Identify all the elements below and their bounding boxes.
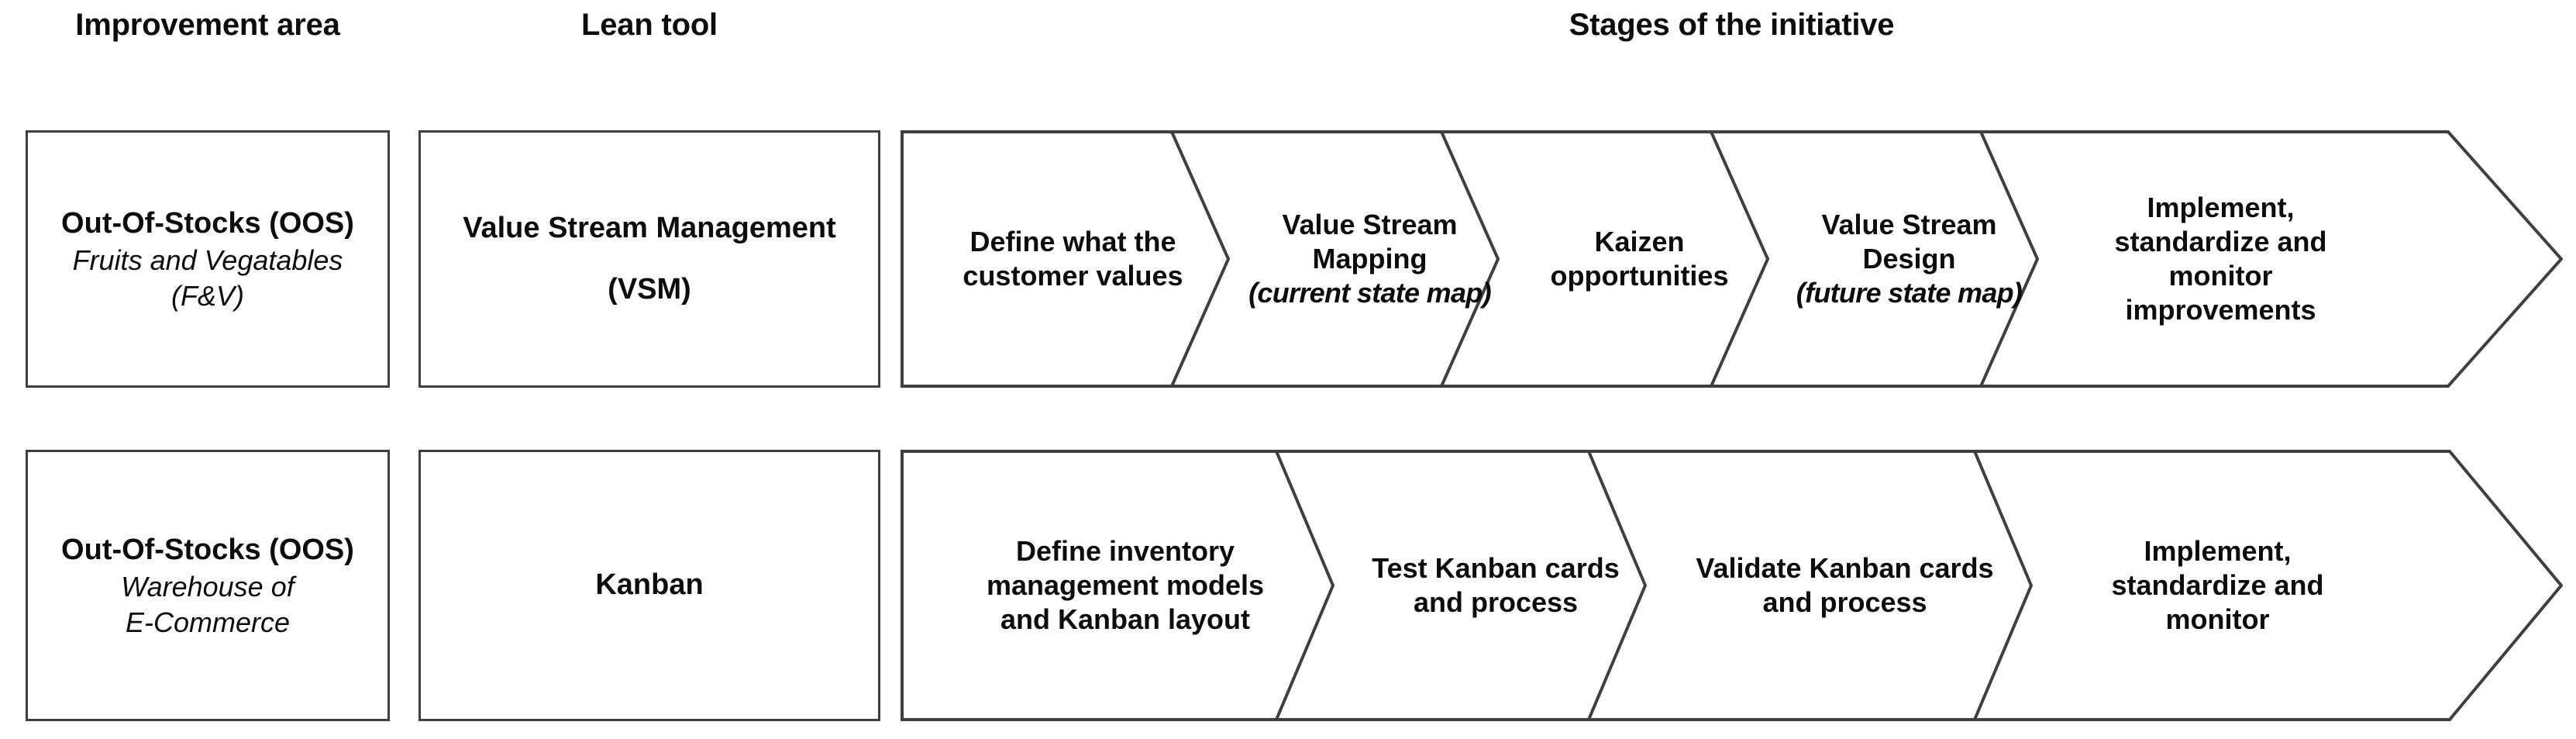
chevron-shape-icon — [1979, 130, 2563, 388]
column-header-improvement-area: Improvement area — [75, 8, 340, 42]
stage-line3: monitor — [2168, 260, 2273, 292]
stage-line1: Define inventory — [1015, 535, 1235, 568]
stage-label-r1-1: Define what the customer values — [952, 225, 1193, 293]
lean-tool-cell-row2: Kanban — [418, 450, 880, 721]
stage-line1: Define what the — [969, 226, 1176, 258]
stage-chevron-r2-3[interactable]: Validate Kanban cards and process — [1587, 450, 2095, 721]
stage-line3: (current state map) — [1248, 276, 1491, 309]
chevron-shape-icon — [1973, 450, 2563, 721]
improvement-area-cell-row2: Out-Of-Stocks (OOS) Warehouse of E-Comme… — [26, 450, 390, 721]
improvement-area-cell-row1: Out-Of-Stocks (OOS) Fruits and Vegatable… — [26, 130, 390, 388]
stage-line2: customer values — [963, 260, 1183, 292]
stage-chevron-r2-4[interactable]: Implement, standardize and monitor — [1973, 450, 2563, 721]
stage-line1: Value Stream — [1282, 209, 1458, 241]
stage-line1: Validate Kanban cards — [1696, 552, 1994, 585]
stage-line1: Implement, — [2144, 535, 2292, 568]
stage-label-r1-5: Implement, standardize and monitor impro… — [2103, 191, 2337, 327]
stage-label-r1-3: Kaizen opportunities — [1540, 225, 1740, 293]
lean-tool-line2: (VSM) — [608, 273, 691, 306]
stage-line3: (future state map) — [1796, 276, 2023, 309]
stages-row-1: Define what the customer values Value St… — [901, 130, 2563, 388]
stage-chevron-r1-4[interactable]: Value Stream Design (future state map) — [1710, 130, 2101, 388]
stage-chevron-r1-3[interactable]: Kaizen opportunities — [1440, 130, 1831, 388]
improvement-area-subtitle-line1: Fruits and Vegatables — [72, 244, 343, 276]
improvement-area-subtitle-line2: E-Commerce — [125, 606, 291, 639]
column-header-stages: Stages of the initiative — [1569, 8, 1895, 42]
stage-line1: Implement, — [2147, 192, 2295, 224]
stage-chevron-r2-2[interactable]: Test Kanban cards and process — [1275, 450, 1709, 721]
stage-line2: Mapping — [1312, 243, 1427, 275]
stage-line2: opportunities — [1550, 260, 1729, 292]
stage-line3: and Kanban layout — [1000, 603, 1250, 635]
lean-tool-line1: Kanban — [595, 568, 704, 602]
stage-line1: Kaizen — [1594, 226, 1685, 258]
stage-line1: Value Stream — [1821, 209, 1997, 241]
stages-row-2: Define inventory management models and K… — [901, 450, 2563, 721]
stage-label-r2-2: Test Kanban cards and process — [1361, 551, 1630, 620]
stage-label-r2-4: Implement, standardize and monitor — [2100, 534, 2334, 637]
improvement-area-subtitle-line1: Warehouse of — [121, 571, 294, 603]
stage-chevron-r1-2[interactable]: Value Stream Mapping (current state map) — [1170, 130, 1562, 388]
stage-line1: Test Kanban cards — [1372, 552, 1620, 585]
stage-label-r1-2: Value Stream Mapping (current state map) — [1238, 208, 1502, 310]
improvement-area-title: Out-Of-Stocks (OOS) — [61, 533, 354, 566]
stage-line2: Design — [1862, 243, 1956, 275]
stage-line2: and process — [1762, 586, 1927, 618]
improvement-area-subtitle-line2: (F&V) — [171, 280, 244, 313]
lean-tool-line1: Value Stream Management — [463, 211, 836, 244]
stage-chevron-r1-5[interactable]: Implement, standardize and monitor impro… — [1979, 130, 2563, 388]
improvement-area-title: Out-Of-Stocks (OOS) — [61, 206, 354, 240]
stage-label-r2-1: Define inventory management models and K… — [976, 534, 1275, 637]
stage-label-r2-3: Validate Kanban cards and process — [1685, 551, 2004, 620]
lean-tool-cell-row1: Value Stream Management (VSM) — [418, 130, 880, 388]
column-header-lean-tool: Lean tool — [581, 8, 718, 42]
stage-line2: standardize and — [2111, 569, 2324, 602]
stage-line4: improvements — [2125, 293, 2316, 326]
stage-label-r1-4: Value Stream Design (future state map) — [1786, 208, 2033, 310]
stage-line2: management models — [986, 569, 1265, 602]
stage-line2: and process — [1413, 586, 1579, 618]
stage-chevron-r2-1[interactable]: Define inventory management models and K… — [901, 450, 1396, 721]
stage-line2: standardize and — [2114, 226, 2327, 258]
stage-line3: monitor — [2165, 603, 2270, 635]
